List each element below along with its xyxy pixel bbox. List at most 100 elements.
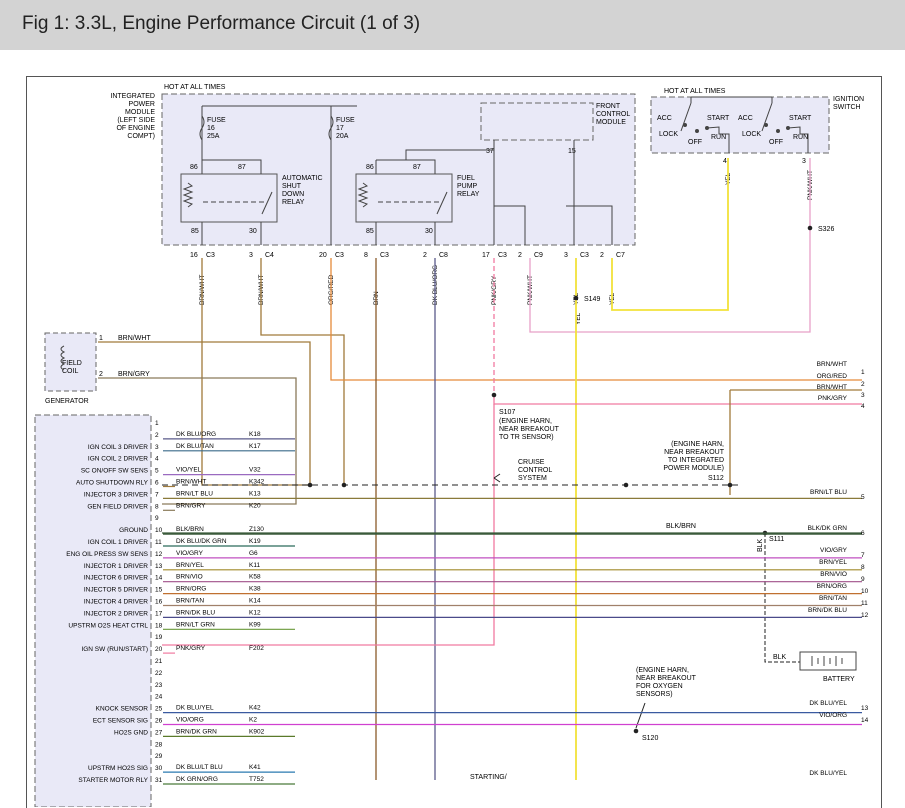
- ign-lock-1: LOCK: [659, 131, 678, 138]
- connector-pin: 3: [564, 252, 568, 259]
- splice-s112: S112: [708, 475, 724, 482]
- pcm-pin-number: 16: [155, 599, 163, 606]
- ign-run-2: RUN: [793, 134, 808, 141]
- right-wire-number: 13: [861, 705, 869, 712]
- connector-pin: 8: [364, 252, 368, 259]
- pcm-pin-number: 13: [155, 563, 163, 570]
- right-wire-label: BRN/LT BLU: [810, 489, 847, 496]
- pcm-pin-number: 23: [155, 682, 163, 689]
- wire-pnk-wht: [529, 158, 811, 333]
- asd-pin-87: 87: [238, 164, 246, 171]
- pcm-pin-number: 25: [155, 706, 163, 713]
- pcm-pin-name: SC ON/OFF SW SENS: [81, 468, 149, 475]
- right-wire-number: 3: [861, 392, 865, 399]
- pcm-circuit-id: K20: [249, 502, 261, 509]
- generator-pin-2: 2: [99, 371, 103, 378]
- pcm-pin-number: 7: [155, 491, 159, 498]
- pcm-pin-name: INJECTOR 4 DRIVER: [84, 599, 148, 606]
- fp-pin-85: 85: [366, 228, 374, 235]
- pcm-pin-number: 21: [155, 658, 163, 665]
- fp-pin-86: 86: [366, 164, 374, 171]
- connector-id: C8: [439, 252, 448, 259]
- ign-start-1: START: [707, 115, 730, 122]
- pcm-wire-label: VIO/YEL: [176, 467, 202, 474]
- right-wire-label: BRN/WHT: [817, 384, 847, 391]
- pcm-pin-number: 1: [155, 420, 159, 427]
- pcm-wire-label: BRN/LT GRN: [176, 621, 215, 628]
- pcm-pin-number: 15: [155, 587, 163, 594]
- pcm-wire-label: BRN/ORG: [176, 586, 206, 593]
- pcm-wire-label: BRN/LT BLU: [176, 490, 213, 497]
- pcm-wire-label: DK BLU/ORG: [176, 431, 216, 438]
- pcm-wire-label: BRN/GRY: [176, 502, 206, 509]
- pcm-pin-name: INJECTOR 6 DRIVER: [84, 575, 148, 582]
- ign-lock-2: LOCK: [742, 131, 761, 138]
- pcm-wire-label: DK BLU/YEL: [176, 705, 214, 712]
- fcm-pin-37: 37: [486, 148, 494, 155]
- right-wire-number: 6: [861, 530, 865, 537]
- pcm-pin-number: 5: [155, 468, 159, 475]
- cruise-arrow: [493, 473, 501, 483]
- connector-pin: 2: [518, 252, 522, 259]
- hot-at-all-times-label: HOT AT ALL TIMES: [164, 84, 226, 91]
- pcm-pin-number: 30: [155, 765, 163, 772]
- pcm-pin-number: 29: [155, 753, 163, 760]
- right-wire-number: 9: [861, 576, 865, 583]
- right-wire-label: BRN/YEL: [819, 559, 847, 566]
- generator-wire-2: BRN/GRY: [118, 371, 150, 378]
- pcm-pin-number: 9: [155, 515, 159, 522]
- splice-s149: S149: [584, 296, 600, 303]
- pcm-pin-name: INJECTOR 5 DRIVER: [84, 587, 148, 594]
- pcm-connector-box: [34, 414, 152, 807]
- fcm-box: [480, 102, 594, 141]
- fp-switch-arm: [436, 191, 448, 215]
- pcm-pin-name: HO2S GND: [114, 729, 148, 736]
- pcm-pin-name: IGN COIL 1 DRIVER: [88, 539, 148, 546]
- pcm-pin-name: AUTO SHUTDOWN RLY: [76, 480, 149, 487]
- ground-wire-blk: [764, 533, 800, 663]
- pcm-pin-number: 14: [155, 575, 163, 582]
- pcm-circuit-id: K342: [249, 479, 265, 486]
- pcm-pin-number: 8: [155, 503, 159, 510]
- asd-bus-junctions: [307, 225, 813, 734]
- asd-coil-icon: [182, 182, 194, 208]
- asd-switch-arm: [261, 191, 273, 215]
- pcm-wire-label: BRN/DK BLU: [176, 609, 215, 616]
- field-coil-icon: [60, 345, 66, 371]
- pcm-pin-name: UPSTRM HO2S SIG: [88, 765, 148, 772]
- pcm-wire-label: BRN/DK GRN: [176, 728, 217, 735]
- connector-id: C4: [265, 252, 274, 259]
- fp-pin-30: 30: [425, 228, 433, 235]
- ign-pin-4: 4: [723, 158, 727, 165]
- right-wire-label: BRN/ORG: [817, 583, 847, 590]
- pcm-pin-number: 31: [155, 777, 163, 784]
- generator-pin-1: 1: [99, 335, 103, 342]
- pcm-circuit-id: K38: [249, 586, 261, 593]
- right-wire-label: VIO/ORG: [819, 712, 847, 719]
- connector-pin: 17: [482, 252, 490, 259]
- pcm-circuit-id: K12: [249, 609, 261, 616]
- pcm-circuit-id: V32: [249, 467, 261, 474]
- ign-start-2: START: [789, 115, 812, 122]
- wire-org-red: [330, 258, 862, 381]
- pcm-wire-label: DK BLU/LT BLU: [176, 764, 223, 771]
- connector-pin: 3: [249, 252, 253, 259]
- s120-arrow: [635, 702, 646, 729]
- pcm-circuit-id: K18: [249, 431, 261, 438]
- pcm-circuit-id: Z130: [249, 526, 264, 533]
- vertical-wires: [98, 158, 862, 780]
- pcm-pin-number: 2: [155, 432, 159, 439]
- pcm-pin-name: INJECTOR 3 DRIVER: [84, 491, 148, 498]
- figure-title-bar: Fig 1: 3.3L, Engine Performance Circuit …: [0, 0, 905, 50]
- right-wire-label: VIO/GRY: [820, 547, 848, 554]
- pcm-circuit-id: G6: [249, 550, 258, 557]
- wire-pnk-gry-right: [493, 395, 862, 405]
- pcm-pin-name: UPSTRM O2S HEAT CTRL: [68, 622, 148, 629]
